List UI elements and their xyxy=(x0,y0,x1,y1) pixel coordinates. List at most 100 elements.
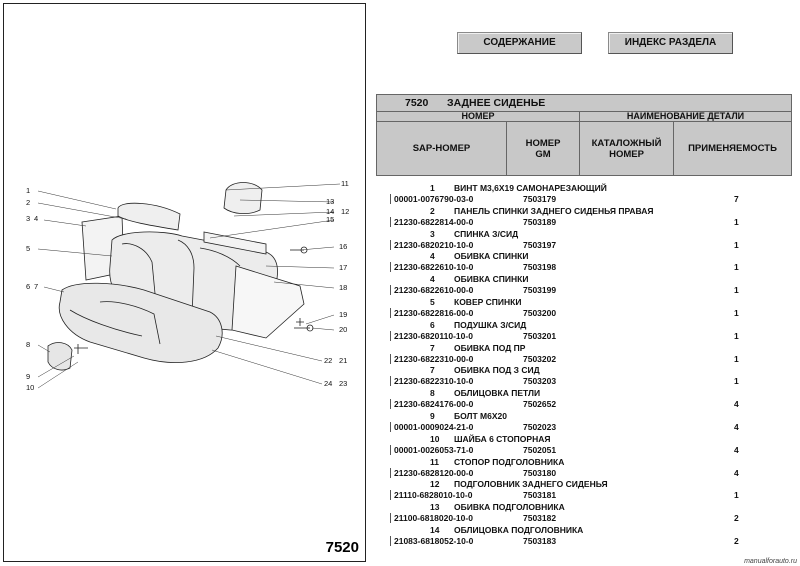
callout-1: 1 xyxy=(26,186,31,195)
part-gm-number: 7503203 xyxy=(523,376,557,387)
parts-list: 1 ВИНТ М3,6Х19 САМОНАРЕЗАЮЩИЙ 00001-0076… xyxy=(376,183,800,548)
callout-2: 2 xyxy=(26,198,31,207)
part-name: ПОДУШКА З/СИД xyxy=(454,319,527,330)
part-quantity: 4 xyxy=(734,421,739,432)
headrest-left xyxy=(117,202,181,231)
part-position: 3 xyxy=(430,228,435,239)
callout-7: 7 xyxy=(34,282,39,291)
part-sap-number: 21230-6822816-00-0 xyxy=(390,307,473,318)
part-gm-number: 7503201 xyxy=(523,330,557,341)
part-position: 4 xyxy=(430,251,435,262)
part-quantity: 1 xyxy=(734,239,739,250)
callout-13: 13 xyxy=(326,197,335,206)
callout-20: 20 xyxy=(339,325,348,334)
contents-button[interactable]: СОДЕРЖАНИЕ xyxy=(457,32,582,54)
part-gm-number: 7503183 xyxy=(523,535,557,546)
part-name: ВИНТ М3,6Х19 САМОНАРЕЗАЮЩИЙ xyxy=(454,183,607,193)
seat-back-carpet xyxy=(231,265,305,339)
part-name: ОБЛИЦОВКА ПОДГОЛОВНИКА xyxy=(454,524,584,535)
part-row: 3 СПИНКА З/СИД 21230-6820210-10-0 750319… xyxy=(376,229,800,252)
part-name: КОВЕР СПИНКИ xyxy=(454,296,522,307)
part-quantity: 7 xyxy=(734,194,739,204)
part-position: 5 xyxy=(430,296,435,307)
callout-14: 14 xyxy=(326,207,335,216)
callout-15: 15 xyxy=(326,215,335,224)
part-sap-number: 21100-6818020-10-0 xyxy=(390,513,473,524)
part-gm-number: 7503200 xyxy=(523,307,557,318)
hinge-cover xyxy=(47,342,73,371)
rear-seat-exploded-diagram xyxy=(37,182,341,389)
part-name: ОБИВКА ПОД З СИД xyxy=(454,365,540,376)
part-quantity: 1 xyxy=(734,490,739,501)
callout-21: 21 xyxy=(339,356,348,365)
part-quantity: 1 xyxy=(734,353,739,364)
section-header: 7520 ЗАДНЕЕ СИДЕНЬЕ xyxy=(376,94,792,112)
exploded-diagram-panel: 1 2 3 4 5 6 7 8 9 10 11 13 14 12 15 16 1… xyxy=(3,3,366,562)
section-index-button[interactable]: ИНДЕКС РАЗДЕЛА xyxy=(608,32,733,54)
part-quantity: 1 xyxy=(734,330,739,341)
callout-5: 5 xyxy=(26,244,31,253)
part-position: 13 xyxy=(430,502,440,513)
part-position: 7 xyxy=(430,365,435,376)
part-quantity: 1 xyxy=(734,216,739,227)
part-name: ПАНЕЛЬ СПИНКИ ЗАДНЕГО СИДЕНЬЯ ПРАВАЯ xyxy=(454,205,654,216)
part-row: 8 ОБЛИЦОВКА ПЕТЛИ 21230-6824176-00-0 750… xyxy=(376,388,800,411)
part-sap-number: 21230-6822310-00-0 xyxy=(390,353,473,364)
part-position: 12 xyxy=(430,479,440,490)
page-number: 7520 xyxy=(325,539,359,556)
callout-19: 19 xyxy=(339,310,348,319)
part-gm-number: 7503198 xyxy=(523,262,557,273)
part-row: 13 ОБИВКА ПОДГОЛОВНИКА 21100-6818020-10-… xyxy=(376,502,800,525)
header-catalog-number: КАТАЛОЖНЫЙ НОМЕР xyxy=(579,121,674,176)
part-row: 4 ОБИВКА СПИНКИ 21230-6822610-00-0 75031… xyxy=(376,274,800,297)
part-sap-number: 21230-6828120-00-0 xyxy=(390,467,473,478)
part-row: 9 БОЛТ М6Х20 00001-0009024-21-0 7502023 … xyxy=(376,411,800,434)
part-position: 2 xyxy=(430,205,435,216)
part-gm-number: 7502051 xyxy=(523,444,557,455)
part-position: 8 xyxy=(430,388,435,399)
part-gm-number: 7503179 xyxy=(523,194,557,204)
part-position: 1 xyxy=(430,183,435,193)
part-row: 14 ОБЛИЦОВКА ПОДГОЛОВНИКА 21083-6818052-… xyxy=(376,525,800,548)
part-gm-number: 7503197 xyxy=(523,239,557,250)
part-sap-number: 21110-6828010-10-0 xyxy=(390,490,472,501)
header-applicability: ПРИМЕНЯЕМОСТЬ xyxy=(673,121,792,176)
part-name: ОБИВКА СПИНКИ xyxy=(454,251,529,262)
section-title: ЗАДНЕЕ СИДЕНЬЕ xyxy=(447,97,546,109)
part-row: 10 ШАЙБА 6 СТОПОРНАЯ 00001-0026053-71-0 … xyxy=(376,434,800,457)
callout-16: 16 xyxy=(339,242,348,251)
part-gm-number: 7503180 xyxy=(523,467,557,478)
callout-3: 3 xyxy=(26,214,31,223)
callout-10: 10 xyxy=(26,383,35,392)
part-name: ОБИВКА ПОД ПР xyxy=(454,342,526,353)
part-row: 7 ОБИВКА ПОД З СИД 21230-6822310-10-0 75… xyxy=(376,365,800,388)
part-quantity: 1 xyxy=(734,262,739,273)
callout-17: 17 xyxy=(339,263,348,272)
watermark: manualforauto.ru xyxy=(744,558,797,565)
part-row: 2 ПАНЕЛЬ СПИНКИ ЗАДНЕГО СИДЕНЬЯ ПРАВАЯ 2… xyxy=(376,206,800,229)
part-sap-number: 00001-0009024-21-0 xyxy=(390,421,473,432)
part-quantity: 4 xyxy=(734,467,739,478)
part-quantity: 4 xyxy=(734,444,739,455)
part-sap-number: 21230-6822610-10-0 xyxy=(390,262,473,273)
callout-12: 12 xyxy=(341,207,350,216)
headrest-right xyxy=(223,182,263,214)
part-sap-number: 21230-6822814-00-0 xyxy=(390,216,473,227)
part-position: 4 xyxy=(430,274,435,285)
part-row: 4 ОБИВКА СПИНКИ 21230-6822610-10-0 75031… xyxy=(376,251,800,274)
callout-18: 18 xyxy=(339,283,348,292)
section-code: 7520 xyxy=(405,97,429,109)
part-name: БОЛТ М6Х20 xyxy=(454,410,507,421)
callout-9: 9 xyxy=(26,372,31,381)
part-name: СПИНКА З/СИД xyxy=(454,228,519,239)
callout-23: 23 xyxy=(339,379,348,388)
callout-24: 24 xyxy=(324,379,333,388)
seat-cushion xyxy=(58,282,223,363)
part-quantity: 2 xyxy=(734,535,739,546)
part-gm-number: 7503199 xyxy=(523,285,557,296)
part-sap-number: 21230-6820210-10-0 xyxy=(390,239,473,250)
header-gm-number: НОМЕР GM xyxy=(506,121,580,176)
part-sap-number: 21230-6822610-00-0 xyxy=(390,285,473,296)
part-position: 11 xyxy=(430,456,439,467)
part-position: 9 xyxy=(430,410,435,421)
